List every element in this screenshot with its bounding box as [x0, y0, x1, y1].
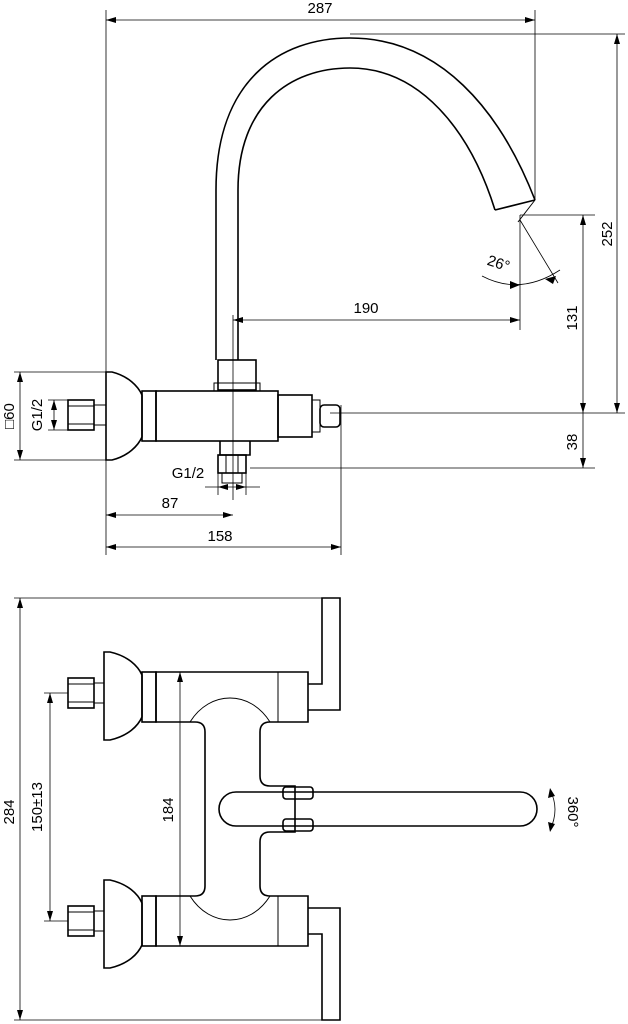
- lower-wall-flange: [103, 879, 143, 969]
- body-left-collar: [141, 390, 157, 442]
- upper-inlet-thread: [93, 682, 105, 704]
- wall-flange: [105, 371, 143, 461]
- arrowhead: [614, 403, 620, 413]
- arrowhead: [510, 281, 520, 289]
- arrowhead: [548, 822, 555, 832]
- arrowhead: [47, 911, 53, 921]
- arrowhead: [47, 693, 53, 703]
- dim-label-287: 287: [307, 0, 332, 17]
- spout-collar-ring: [282, 786, 314, 800]
- lower-inlet-nut: [67, 905, 95, 937]
- arrowhead: [51, 400, 57, 410]
- dim-label-131: 131: [564, 305, 581, 330]
- arrowhead: [177, 672, 183, 682]
- arrowhead: [17, 450, 23, 460]
- dim-label-flange-60: □60: [1, 403, 18, 429]
- dim-label-38: 38: [564, 434, 581, 451]
- bottom-inlet-thread: [221, 472, 243, 484]
- dim-label-g12-left: G1/2: [29, 399, 46, 432]
- spout-tip-end: [494, 199, 536, 211]
- mixer-body: [155, 390, 279, 442]
- arrowhead: [106, 512, 116, 518]
- dim-label-150-13: 150±13: [29, 782, 46, 832]
- upper-body-collar: [141, 671, 157, 723]
- lower-handle-lever: [308, 907, 341, 1021]
- upper-inlet-nut: [67, 677, 95, 709]
- spout-collar: [217, 359, 257, 391]
- arrowhead: [580, 458, 586, 468]
- arrowhead: [17, 372, 23, 382]
- spout-tip-face: [517, 199, 536, 223]
- body-inner-contour: [189, 697, 271, 723]
- body-end-cap-inner: [311, 399, 321, 433]
- arrowhead: [525, 17, 535, 23]
- arrowhead: [51, 420, 57, 430]
- arrowhead: [510, 317, 520, 323]
- arrowhead: [233, 317, 243, 323]
- arrowhead: [17, 1010, 23, 1020]
- lower-body-collar: [141, 895, 157, 947]
- dim-label-184: 184: [160, 797, 177, 822]
- spout-inner-curve: [237, 67, 496, 360]
- side-elevation-view: 287 252 131 38 190 26° □60: [1, 0, 625, 555]
- dim-label-158: 158: [207, 528, 232, 545]
- plan-view: 360° 284 150±13 184: [1, 597, 581, 1021]
- arrowhead: [545, 276, 556, 284]
- arrowhead: [223, 512, 233, 518]
- arrowhead: [331, 544, 341, 550]
- angle-leg: [519, 219, 559, 284]
- body-end-cap: [277, 394, 313, 438]
- arrowhead: [106, 17, 116, 23]
- arrowhead: [177, 936, 183, 946]
- spout-collar-ring: [282, 818, 314, 832]
- upper-wall-flange: [103, 651, 143, 741]
- dim-label-rotation-360: 360°: [564, 796, 581, 827]
- spout-outer-curve: [215, 37, 536, 360]
- angle-arc: [481, 269, 561, 286]
- swivel-spout: [218, 791, 538, 827]
- dim-label-26-degrees: 26°: [485, 252, 512, 275]
- arrowhead: [17, 598, 23, 608]
- lower-inlet-thread: [93, 910, 105, 932]
- bottom-outlet-neck: [219, 441, 251, 456]
- handle-stub: [319, 404, 341, 428]
- arrowhead: [106, 544, 116, 550]
- bottom-inlet-nut: [217, 454, 247, 474]
- dim-label-190: 190: [353, 300, 378, 317]
- arrowhead: [218, 484, 228, 490]
- left-inlet-thread: [93, 404, 107, 426]
- arrowhead: [580, 215, 586, 225]
- dim-label-252: 252: [599, 221, 616, 246]
- arrowhead: [614, 34, 620, 44]
- arrowhead: [580, 403, 586, 413]
- left-inlet-nut: [67, 399, 95, 431]
- dim-label-284: 284: [1, 799, 18, 824]
- upper-handle-lever: [308, 597, 341, 711]
- mixer-body-outline: [155, 671, 309, 947]
- dim-label-g12-bottom: G1/2: [172, 465, 205, 482]
- arrowhead: [548, 788, 555, 798]
- dim-label-87: 87: [162, 495, 179, 512]
- body-inner-contour: [189, 895, 271, 921]
- arrowhead: [236, 484, 246, 490]
